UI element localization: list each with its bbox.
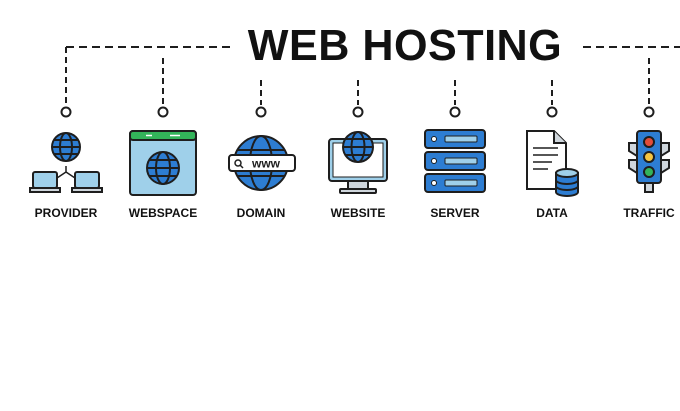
- data-icon: [526, 130, 579, 197]
- node-provider: [60, 106, 72, 118]
- domain-www-text: www: [251, 157, 281, 171]
- connector-nodes: [60, 106, 655, 118]
- label-data: DATA: [536, 206, 568, 220]
- node-server: [449, 106, 461, 118]
- node-domain: [255, 106, 267, 118]
- node-webspace: [157, 106, 169, 118]
- domain-icon: [228, 135, 296, 191]
- diagram-title: WEB HOSTING: [247, 21, 563, 70]
- label-website: WEBSITE: [330, 206, 386, 220]
- traffic-light-icon: [628, 130, 670, 193]
- label-domain: DOMAIN: [236, 206, 286, 220]
- node-data: [546, 106, 558, 118]
- label-traffic: TRAFFIC: [623, 206, 675, 220]
- label-server: SERVER: [430, 206, 480, 220]
- label-provider: PROVIDER: [34, 206, 98, 220]
- webspace-icon: [129, 130, 197, 196]
- node-traffic: [643, 106, 655, 118]
- server-icon: [424, 129, 486, 193]
- connector-lines: [65, 46, 680, 105]
- website-icon: [328, 131, 388, 194]
- label-webspace: WEBSPACE: [128, 206, 198, 220]
- provider-icon: [29, 132, 103, 193]
- node-website: [352, 106, 364, 118]
